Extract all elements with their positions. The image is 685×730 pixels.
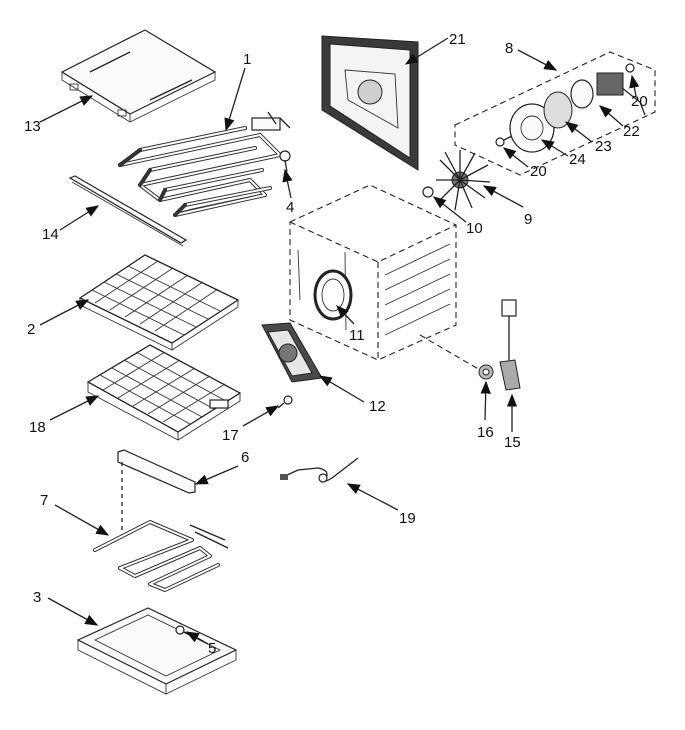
callout-13: 13 <box>24 118 41 135</box>
callout-4: 4 <box>286 199 294 216</box>
callout-16: 16 <box>477 424 494 441</box>
callout-1: 1 <box>243 51 251 68</box>
screw-part-20-lower <box>495 135 513 147</box>
callout-12: 12 <box>369 398 386 415</box>
callout-14: 14 <box>42 226 59 243</box>
callout-15: 15 <box>504 434 521 451</box>
screw-part-4 <box>279 150 291 173</box>
callout-10: 10 <box>466 220 483 237</box>
callout-20-upper: 20 <box>631 93 648 110</box>
sensor-part-15 <box>499 299 521 391</box>
light-assembly-part-12 <box>261 322 323 383</box>
convection-group-part-8 <box>454 51 656 176</box>
callout-9: 9 <box>524 211 532 228</box>
callout-19: 19 <box>399 510 416 527</box>
callout-18: 18 <box>29 419 46 436</box>
gasket-part-23 <box>543 91 573 129</box>
fan-blade-part-9 <box>436 150 491 211</box>
oven-rack-part-2 <box>78 254 240 351</box>
oven-cavity <box>289 184 457 361</box>
callout-11: 11 <box>349 327 365 344</box>
fan-motor-part-22 <box>570 72 646 116</box>
callout-22: 22 <box>623 123 640 140</box>
bracket-part-6 <box>117 449 196 538</box>
callout-21: 21 <box>449 31 466 48</box>
callout-5: 5 <box>208 640 216 657</box>
grommet-part-16 <box>478 364 494 380</box>
bottom-panel-part-3 <box>76 607 238 695</box>
callout-7: 7 <box>40 492 48 509</box>
callout-3: 3 <box>33 589 41 606</box>
callout-6: 6 <box>241 449 249 466</box>
broil-element-part-1 <box>118 111 291 217</box>
callout-24: 24 <box>569 151 586 168</box>
top-panel-part-13 <box>60 29 217 123</box>
light-lens-part-11 <box>313 269 353 321</box>
callout-17: 17 <box>222 427 239 444</box>
callout-8: 8 <box>505 40 513 57</box>
nut-part-10 <box>422 186 434 198</box>
screw-part-17 <box>277 395 293 409</box>
trim-strip-part-14 <box>68 175 188 247</box>
wire-harness-part-19 <box>280 457 359 483</box>
callout-2: 2 <box>27 321 35 338</box>
bake-element-part-7 <box>93 520 229 592</box>
callout-20-lower: 20 <box>530 163 547 180</box>
door-liner-part-21 <box>321 35 419 171</box>
leader-lines <box>39 37 640 645</box>
roller-rack-part-18 <box>86 344 242 441</box>
screw-part-20-upper <box>625 63 635 73</box>
callout-23: 23 <box>595 138 612 155</box>
